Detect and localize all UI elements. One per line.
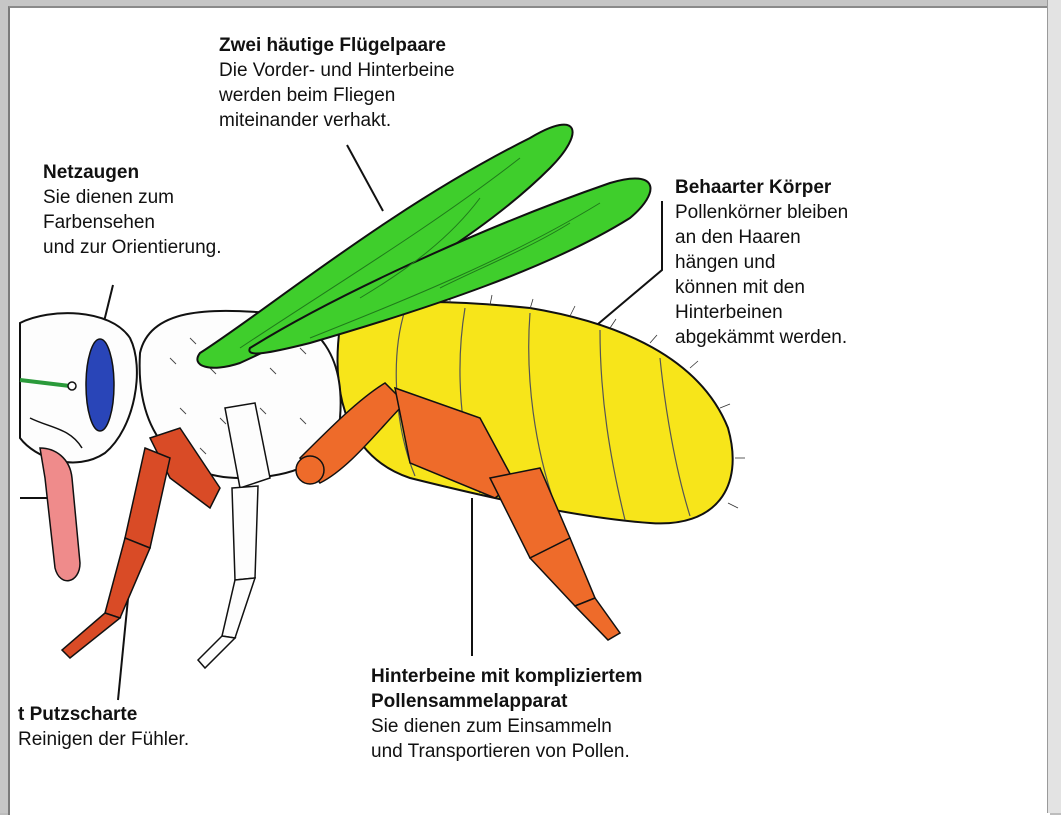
label-hindlegs-line: und Transportieren von Pollen. [371, 739, 642, 764]
label-hindlegs-line: Sie dienen zum Einsammeln [371, 714, 642, 739]
label-eyes-line: und zur Orientierung. [43, 235, 222, 260]
label-putzscharte: t Putzscharte Reinigen der Fühler. [18, 702, 189, 752]
label-body: Behaarter Körper Pollenkörner bleiben an… [675, 175, 848, 350]
label-body-line: Pollenkörner bleiben [675, 200, 848, 225]
label-body-line: können mit den [675, 275, 848, 300]
tongue [40, 448, 80, 581]
label-body-line: an den Haaren [675, 225, 848, 250]
label-wings: Zwei häutige Flügelpaare Die Vorder- und… [219, 33, 455, 133]
label-hindlegs-title: Pollensammelapparat [371, 689, 642, 714]
label-eyes-title: Netzaugen [43, 160, 222, 185]
label-putzscharte-line: Reinigen der Fühler. [18, 727, 189, 752]
label-body-line: abgekämmt werden. [675, 325, 848, 350]
diagram-page: Zwei häutige Flügelpaare Die Vorder- und… [8, 6, 1050, 815]
front-leg [62, 428, 220, 658]
compound-eye [86, 339, 114, 431]
label-eyes-line: Farbensehen [43, 210, 222, 235]
label-wings-line: Die Vorder- und Hinterbeine [219, 58, 455, 83]
label-body-line: hängen und [675, 250, 848, 275]
head [20, 313, 137, 581]
wings-leader-line [347, 145, 383, 211]
label-wings-title: Zwei häutige Flügelpaare [219, 33, 455, 58]
label-eyes-line: Sie dienen zum [43, 185, 222, 210]
label-body-title: Behaarter Körper [675, 175, 848, 200]
label-eyes: Netzaugen Sie dienen zum Farbensehen und… [43, 160, 222, 260]
label-putzscharte-title: t Putzscharte [18, 702, 189, 727]
label-hindlegs: Hinterbeine mit kompliziertem Pollensamm… [371, 664, 642, 764]
label-wings-line: werden beim Fliegen [219, 83, 455, 108]
label-wings-line: miteinander verhakt. [219, 108, 455, 133]
label-body-line: Hinterbeinen [675, 300, 848, 325]
vertical-scrollbar[interactable] [1047, 0, 1061, 813]
label-hindlegs-title: Hinterbeine mit kompliziertem [371, 664, 642, 689]
